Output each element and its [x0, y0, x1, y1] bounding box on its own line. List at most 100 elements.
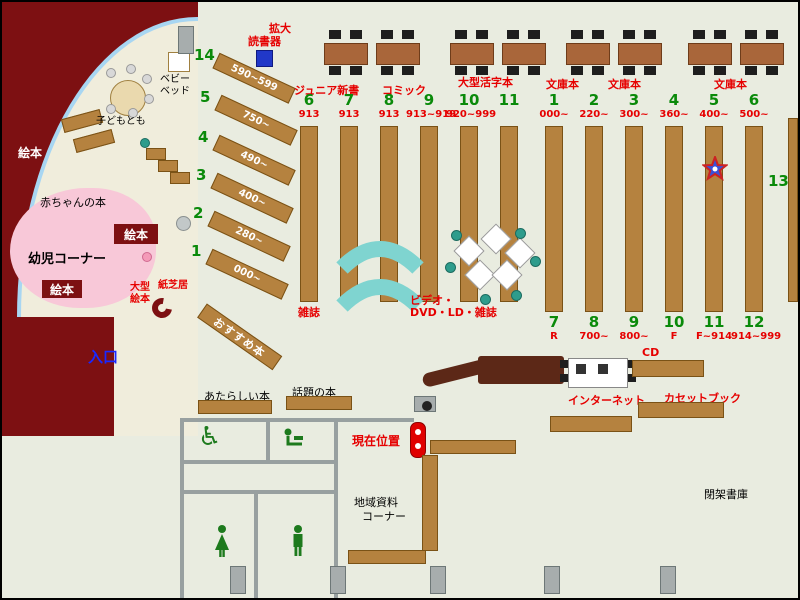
magnifier-label: 拡大	[269, 22, 291, 35]
reading-table-group	[324, 30, 422, 75]
current-location-marker-icon	[410, 422, 426, 458]
junior-shinsho-label: ジュニア新書	[294, 84, 360, 97]
stool	[144, 94, 154, 104]
shelf-number: 10	[663, 313, 685, 331]
chair-icon	[402, 30, 414, 39]
chair-icon	[507, 66, 519, 75]
magnifier-label: 読書器	[248, 35, 281, 48]
recommended-books-shelf: おすすめ本	[197, 303, 283, 371]
chair-icon	[455, 66, 467, 75]
picture-book-shelf: 絵本	[114, 224, 158, 244]
reading-table-group	[566, 30, 664, 75]
chair-icon	[766, 30, 778, 39]
pillar	[544, 566, 560, 594]
shelf-range: 913	[298, 109, 320, 121]
wall	[180, 418, 338, 422]
toddler-corner-label: 幼児コーナー	[28, 252, 107, 267]
chair-icon	[623, 66, 635, 75]
baby-changing-icon	[284, 428, 303, 446]
star-marker-icon	[702, 156, 728, 182]
cd-shelf	[632, 360, 704, 377]
reading-table-group	[688, 30, 786, 75]
reading-table	[376, 43, 420, 65]
shelf-number: 8	[383, 91, 395, 109]
stool	[445, 262, 456, 273]
picture-book-label: 絵本	[49, 282, 74, 297]
chair-icon	[693, 30, 705, 39]
shelf-number: 1	[191, 242, 202, 260]
wheelchair-icon: ♿	[198, 422, 222, 452]
recommended-books-label: おすすめ本	[211, 314, 268, 360]
pillar	[230, 566, 246, 594]
step-shelf	[146, 148, 166, 160]
reading-table	[688, 43, 732, 65]
entrance-label: 入口	[88, 348, 119, 366]
chair-icon	[714, 66, 726, 75]
shelf-range: 913~919	[406, 109, 457, 121]
shelf-number: 5	[708, 91, 720, 109]
chair-icon	[528, 66, 540, 75]
local-materials-label: コーナー	[362, 510, 406, 523]
video-label: DVD・LD・雑誌	[410, 306, 497, 319]
cd-label: CD	[642, 346, 660, 359]
stool	[106, 104, 116, 114]
bunko-label: 文庫本	[714, 78, 747, 91]
shelf-range-label: 490~	[238, 149, 270, 172]
bookshelf	[420, 126, 438, 302]
local-materials-shelf	[422, 455, 438, 551]
reading-table	[740, 43, 784, 65]
shelf-range: 400~	[699, 109, 729, 121]
shelf-range-label: 000~	[231, 263, 263, 286]
bookshelf	[585, 126, 603, 312]
stool	[142, 252, 152, 262]
shelf-number: 1	[548, 91, 560, 109]
wall	[338, 418, 414, 422]
shelf-range-label: 590~599	[229, 62, 280, 94]
shelf-number: 8	[588, 313, 600, 331]
step-shelf	[170, 172, 190, 184]
shelf-number: 3	[628, 91, 640, 109]
cassette-book-label: カセットブック	[664, 392, 741, 405]
new-books-label: あたらしい本	[204, 390, 270, 403]
pillar	[430, 566, 446, 594]
local-materials-label: 地域資料	[354, 496, 398, 509]
stool	[480, 294, 491, 305]
reading-table	[324, 43, 368, 65]
shelf-number: 4	[198, 128, 209, 146]
reading-table	[450, 43, 494, 65]
chair-icon	[745, 66, 757, 75]
shelf-number: 10	[458, 91, 480, 109]
shelf-number: 2	[193, 204, 204, 222]
chair-icon	[560, 374, 568, 382]
shelf-range: 914~999	[731, 331, 782, 343]
reading-table	[566, 43, 610, 65]
wall	[266, 418, 270, 464]
shelf-range: 500~	[739, 109, 769, 121]
internet-label: インターネット	[568, 394, 645, 407]
shelf-range-label: 400~	[236, 187, 268, 210]
baby-bed-label: ベビー	[160, 74, 190, 85]
baby-bed	[168, 52, 190, 72]
column-dot	[422, 401, 432, 411]
shelf-number: 14	[194, 46, 215, 64]
chair-icon	[329, 66, 341, 75]
chair-icon	[592, 30, 604, 39]
shelf-range: 913	[378, 109, 400, 121]
large-print-label: 大型活字本	[458, 76, 513, 89]
stool	[451, 230, 462, 241]
shelf-range: F~914	[695, 331, 733, 343]
chair-icon	[528, 30, 540, 39]
bookshelf	[625, 126, 643, 312]
stool	[140, 138, 150, 148]
stool	[128, 108, 138, 118]
comic-label: コミック	[382, 84, 426, 97]
cassette-book-shelf	[550, 416, 632, 432]
chair-icon	[571, 66, 583, 75]
service-counter	[478, 356, 564, 384]
